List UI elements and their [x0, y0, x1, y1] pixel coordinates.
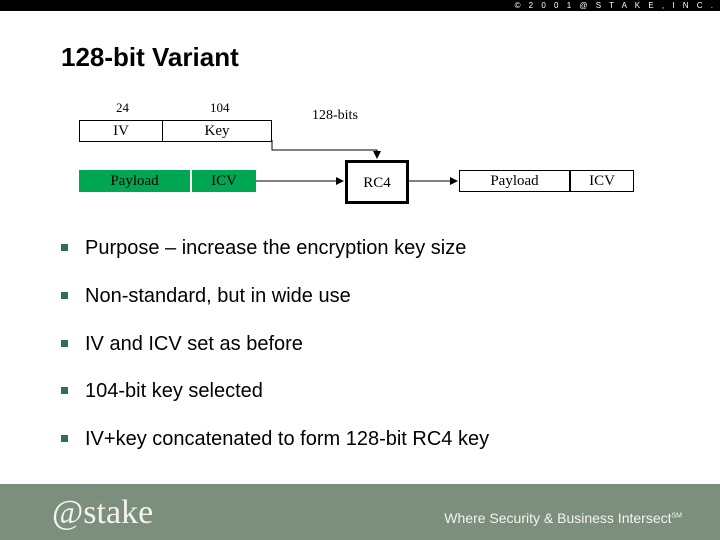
icv-output-cell: ICV: [570, 170, 634, 192]
bullet-marker: [61, 340, 68, 347]
bullet-text: IV and ICV set as before: [85, 333, 303, 355]
payload-output-label: Payload: [490, 173, 539, 189]
bullet-marker: [61, 387, 68, 394]
service-mark: SM: [671, 512, 683, 520]
iv-cell: IV: [79, 120, 163, 142]
icv-output-label: ICV: [589, 173, 615, 189]
bullet-marker: [61, 435, 68, 442]
bullet-text: Purpose – increase the encryption key si…: [85, 237, 467, 259]
key-size-label: 104: [210, 100, 230, 115]
payload-output-cell: Payload: [459, 170, 570, 192]
payload-input-cell: Payload: [79, 170, 190, 192]
rc4-box: RC4: [345, 160, 409, 204]
key-cell: Key: [162, 120, 272, 142]
top-bar: © 2 0 0 1 @ S T A K E , I N C .: [0, 0, 720, 11]
stake-logo: @stake: [52, 494, 154, 531]
iv-cell-label: IV: [113, 123, 129, 139]
key-cell-label: Key: [204, 123, 230, 139]
copyright-text: © 2 0 0 1 @ S T A K E , I N C .: [514, 1, 716, 10]
bullet-text: 104-bit key selected: [85, 380, 263, 402]
tagline-text: Where Security & Business Intersect: [444, 510, 672, 526]
bullet-text: IV+key concatenated to form 128-bit RC4 …: [85, 428, 490, 450]
icv-input-label: ICV: [211, 173, 237, 189]
bits-128-label: 128-bits: [312, 108, 358, 123]
iv-size-label: 24: [116, 100, 129, 115]
bullet-text: Non-standard, but in wide use: [85, 285, 351, 307]
slide-title: 128-bit Variant: [61, 42, 239, 72]
bullet-marker: [61, 292, 68, 299]
footer-bar: @stake Where Security & Business Interse…: [0, 484, 720, 540]
icv-input-cell: ICV: [192, 170, 256, 192]
rc4-label: RC4: [363, 175, 391, 191]
bullet-marker: [61, 244, 68, 251]
payload-input-label: Payload: [110, 173, 159, 189]
key-to-rc4-arrow: [271, 140, 381, 159]
footer-tagline: Where Security & Business IntersectSM: [444, 510, 682, 526]
